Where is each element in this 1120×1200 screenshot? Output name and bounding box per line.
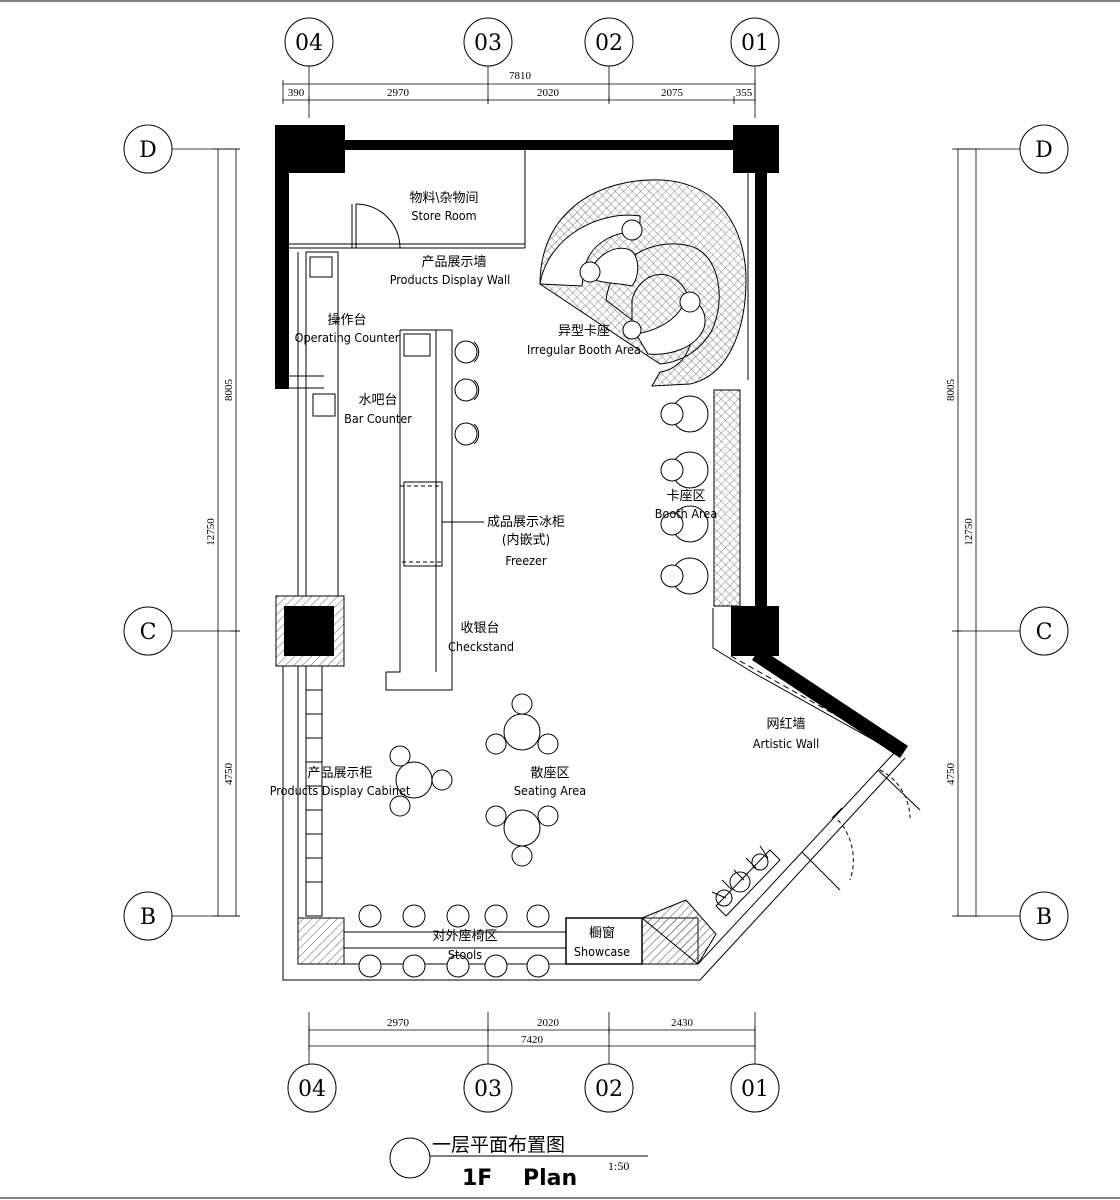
dimension-bottom bbox=[308, 1026, 756, 1050]
dim-top-seg-4: 2075 bbox=[661, 87, 684, 99]
label-artistic-wall-cn: 网红墙 bbox=[766, 716, 805, 732]
dim-right-total: 12750 bbox=[963, 518, 975, 546]
label-showcase-cn: 橱窗 bbox=[589, 925, 615, 941]
label-display-wall-cn: 产品展示墙 bbox=[421, 255, 486, 270]
svg-text:C: C bbox=[1036, 620, 1053, 645]
svg-text:B: B bbox=[1036, 905, 1052, 930]
svg-text:03: 03 bbox=[474, 1077, 502, 1102]
label-bar-counter-cn: 水吧台 bbox=[358, 393, 397, 408]
axis-bubble-c-right: C bbox=[1019, 606, 1069, 656]
label-freezer-en: Freezer bbox=[505, 553, 547, 568]
dim-left-seg-2: 4750 bbox=[223, 763, 235, 786]
label-store-room-en: Store Room bbox=[411, 208, 476, 223]
dim-right-seg-1: 8005 bbox=[945, 379, 957, 402]
svg-text:04: 04 bbox=[298, 1077, 326, 1102]
dim-left-total: 12750 bbox=[205, 518, 217, 546]
svg-text:02: 02 bbox=[595, 31, 623, 56]
label-display-cabinet-cn: 产品展示柜 bbox=[307, 766, 372, 781]
axis-bubble-03-bottom: 03 bbox=[463, 1063, 513, 1113]
booth-tables bbox=[660, 395, 709, 595]
dimension-top bbox=[282, 80, 756, 104]
axis-bubble-02-bottom: 02 bbox=[584, 1063, 634, 1113]
outdoor-bench bbox=[297, 899, 717, 965]
label-store-room-cn: 物料\杂物间 bbox=[410, 191, 479, 206]
label-irregular-booth-cn: 异型卡座 bbox=[558, 324, 610, 339]
seating-tables bbox=[389, 693, 559, 867]
label-artistic-wall-en: Artistic Wall bbox=[753, 736, 819, 751]
title-en: 1F Plan bbox=[462, 1166, 577, 1191]
label-seating-area-en: Seating Area bbox=[514, 783, 586, 798]
dim-top-seg-5: 355 bbox=[736, 87, 753, 99]
svg-text:01: 01 bbox=[741, 1077, 769, 1102]
label-seating-area-cn: 散座区 bbox=[530, 766, 569, 781]
svg-text:D: D bbox=[139, 138, 157, 163]
svg-text:04: 04 bbox=[295, 31, 323, 56]
label-display-wall-en: Products Display Wall bbox=[390, 272, 511, 287]
title-scale: 1:50 bbox=[608, 1159, 629, 1173]
axis-bubble-04-top: 04 bbox=[284, 17, 334, 67]
label-freezer-cn: 成品展示冰柜 bbox=[487, 515, 565, 530]
dim-bottom-seg-2: 2020 bbox=[537, 1017, 560, 1029]
label-booth-area-cn: 卡座区 bbox=[666, 489, 705, 504]
axis-bubble-d-right: D bbox=[1019, 124, 1069, 174]
axis-bubble-01-bottom: 01 bbox=[730, 1063, 780, 1113]
dimension-right bbox=[952, 148, 980, 917]
label-display-cabinet-en: Products Display Cabinet bbox=[270, 783, 411, 798]
svg-text:D: D bbox=[1035, 138, 1053, 163]
bar-stools bbox=[454, 340, 480, 446]
dimension-left bbox=[212, 148, 240, 917]
dim-top-seg-1: 390 bbox=[288, 87, 305, 99]
label-irregular-booth-en: Irregular Booth Area bbox=[527, 342, 641, 357]
label-operating-counter-cn: 操作台 bbox=[327, 312, 366, 328]
title-block: 一层平面布置图 1F Plan 1:50 bbox=[389, 1134, 648, 1191]
axis-bubble-03-top: 03 bbox=[463, 17, 513, 67]
label-operating-counter-en: Operating Counter bbox=[295, 330, 400, 345]
label-stools-cn: 对外座椅区 bbox=[432, 929, 497, 944]
label-bar-counter-en: Bar Counter bbox=[344, 411, 412, 426]
dim-bottom-seg-3: 2430 bbox=[671, 1017, 694, 1029]
booth-bench bbox=[713, 389, 741, 607]
dim-top-seg-3: 2020 bbox=[537, 87, 560, 99]
dim-top-seg-2: 2970 bbox=[387, 87, 410, 99]
axis-bubble-c-left: C bbox=[123, 606, 173, 656]
interior-outline bbox=[282, 150, 906, 981]
title-cn: 一层平面布置图 bbox=[432, 1134, 565, 1156]
dim-top-total: 7810 bbox=[509, 70, 532, 82]
svg-text:01: 01 bbox=[741, 31, 769, 56]
irregular-booth bbox=[539, 179, 747, 387]
axis-bubble-b-right: B bbox=[1019, 891, 1069, 941]
stools-row bbox=[358, 904, 550, 978]
label-booth-area-en: Booth Area bbox=[655, 506, 717, 521]
label-checkstand-en: Checkstand bbox=[448, 639, 514, 654]
entrance-door bbox=[801, 769, 921, 891]
svg-text:C: C bbox=[140, 620, 157, 645]
showcase-box bbox=[565, 917, 643, 965]
dim-left-seg-1: 8005 bbox=[223, 379, 235, 402]
structural-walls bbox=[275, 125, 908, 758]
column-c bbox=[275, 595, 345, 667]
dim-right-seg-2: 4750 bbox=[945, 763, 957, 786]
dim-bottom-seg-1: 2970 bbox=[387, 1017, 410, 1029]
dim-bottom-total: 7420 bbox=[521, 1034, 544, 1046]
axis-bubble-01-top: 01 bbox=[730, 17, 780, 67]
svg-text:02: 02 bbox=[595, 1077, 623, 1102]
axis-bubble-b-left: B bbox=[123, 891, 173, 941]
svg-text:B: B bbox=[140, 905, 156, 930]
label-showcase-en: Showcase bbox=[574, 944, 630, 959]
label-checkstand-cn: 收银台 bbox=[460, 621, 499, 636]
display-cabinet bbox=[305, 665, 323, 917]
axis-bubble-04-bottom: 04 bbox=[287, 1063, 337, 1113]
axis-bubble-d-left: D bbox=[123, 124, 173, 174]
label-freezer-cn2: (内嵌式) bbox=[502, 532, 550, 548]
planter bbox=[711, 845, 781, 917]
axis-bubble-02-top: 02 bbox=[584, 17, 634, 67]
bar-counter-block bbox=[385, 329, 484, 691]
label-stools-en: Stools bbox=[448, 947, 482, 962]
svg-text:03: 03 bbox=[474, 31, 502, 56]
